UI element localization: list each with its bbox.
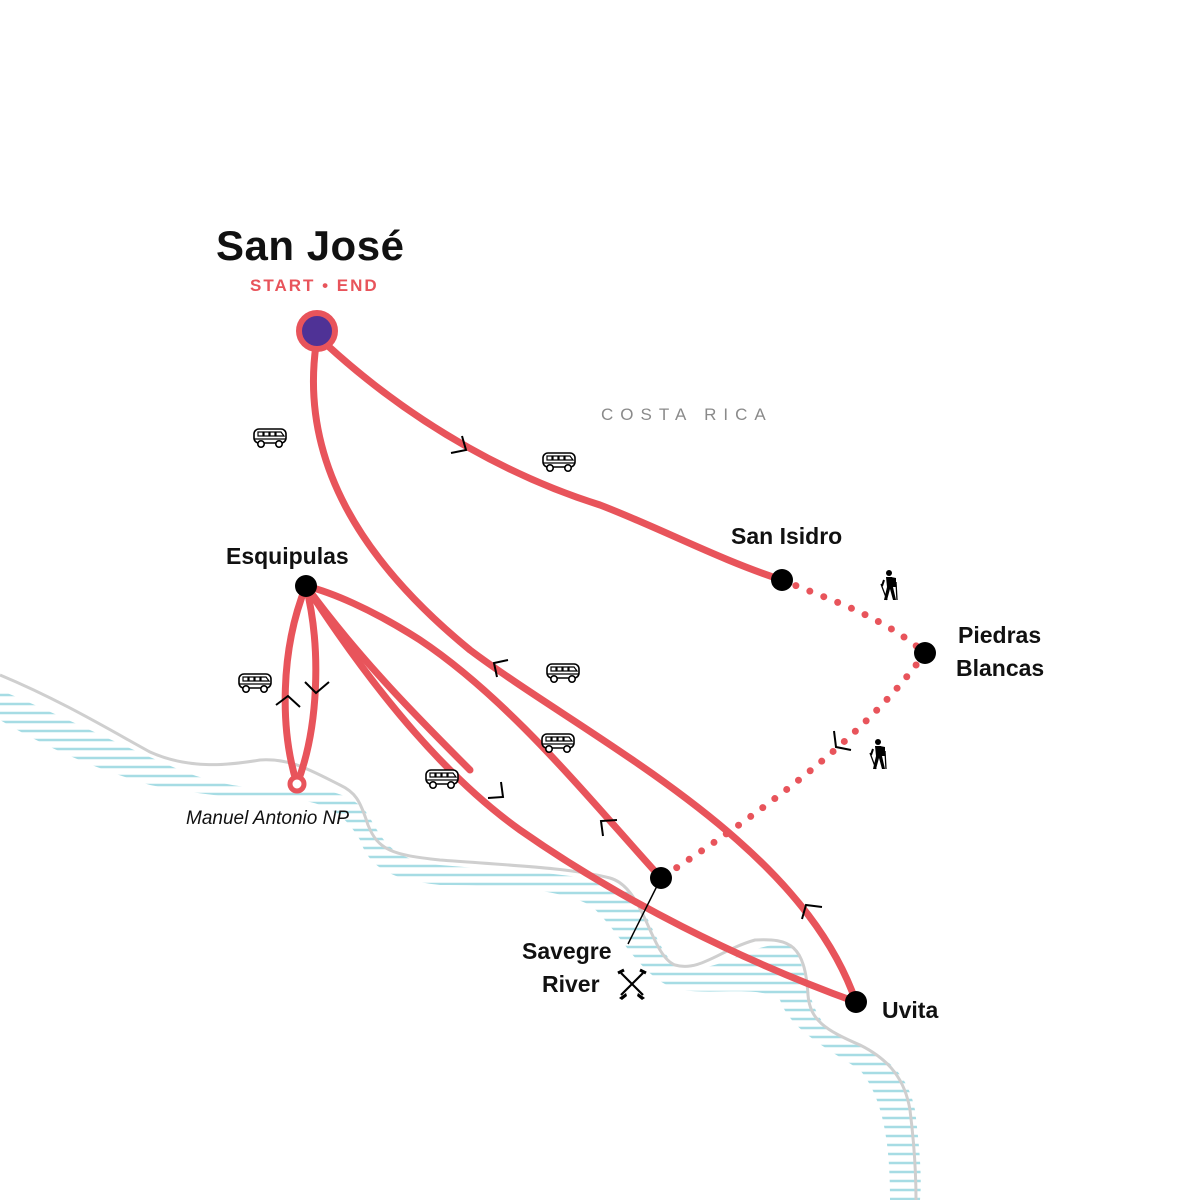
direction-arrows [275, 435, 852, 920]
hiker-icon [880, 569, 898, 601]
savegre-leader-line [627, 877, 662, 945]
manuel-antonio-label: Manuel Antonio NP [186, 808, 350, 829]
uvita-marker [845, 991, 867, 1013]
route-esquipulas-manuelantonio [281, 582, 310, 788]
san-isidro-label: San Isidro [731, 523, 843, 549]
arrow-icon [599, 819, 618, 837]
manuel-antonio-marker [287, 774, 307, 794]
arrow-icon [801, 903, 823, 920]
bus-icon [238, 673, 272, 694]
start-end-subtitle: START • END [250, 276, 379, 295]
bus-icon [546, 663, 580, 684]
bus-icon [541, 733, 575, 754]
bus-icon [253, 428, 287, 449]
arrow-icon [492, 659, 509, 678]
arrow-icon [275, 694, 301, 708]
start-end-city-title: San José [216, 222, 405, 269]
arrow-icon [487, 781, 505, 799]
place-markers [287, 310, 936, 1013]
route-lines [281, 341, 860, 1006]
route-savegre-esquipulas [302, 582, 665, 882]
san-isidro-marker [771, 569, 793, 591]
bus-icon [542, 452, 576, 473]
route-sanjose-sanisidro [323, 341, 786, 584]
route-esquipulas-savegre [302, 582, 474, 774]
esquipulas-label: Esquipulas [226, 543, 349, 569]
arrow-icon [833, 730, 852, 751]
route-sanisidro-piedrasblancas [778, 576, 929, 657]
country-label: COSTA RICA [601, 405, 773, 424]
ocean-hatching [0, 690, 921, 1200]
piedras-blancas-label-line2: Blancas [956, 655, 1045, 681]
san-jose-marker [296, 310, 338, 352]
piedras-blancas-label-line1: Piedras [958, 622, 1042, 648]
paddles-icon [616, 968, 648, 1002]
savegre-marker [650, 867, 672, 889]
savegre-label-line2: River [542, 971, 600, 997]
arrow-icon [450, 435, 468, 454]
savegre-label-line1: Savegre [522, 938, 612, 964]
piedras-blancas-marker [914, 642, 936, 664]
hiker-icon [869, 738, 887, 770]
route-manuelantonio-esquipulas [293, 582, 320, 788]
route-uvita-sanjose [309, 341, 860, 1006]
esquipulas-marker [295, 575, 317, 597]
route-esquipulas-uvita [302, 582, 860, 1006]
bus-icon [425, 769, 459, 790]
coastline [0, 673, 918, 1200]
hike-lines [657, 576, 929, 882]
uvita-label: Uvita [882, 997, 939, 1023]
arrow-icon [304, 681, 330, 695]
